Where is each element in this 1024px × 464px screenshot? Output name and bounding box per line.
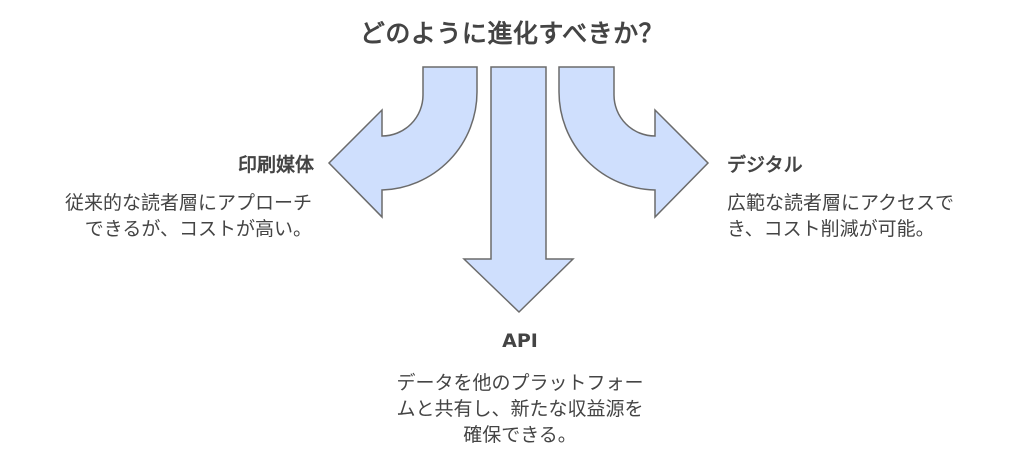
- digital-desc-line: 広範な読者層にアクセスで: [727, 192, 955, 214]
- api-desc-line: 確保できる。: [463, 424, 577, 446]
- diagram-title: どのように進化すべきか？: [359, 19, 665, 48]
- api-desc-line: データを他のプラットフォー: [396, 372, 644, 394]
- print-desc-line: 従来的な読者層にアプローチ: [64, 192, 312, 214]
- api-description: データを他のプラットフォー ムと共有し、新たな収益源を 確保できる。: [362, 370, 678, 448]
- api-desc-line: ムと共有し、新たな収益源を: [396, 398, 644, 420]
- arrow-left-print: [327, 66, 478, 219]
- arrow-down-api: [462, 66, 575, 314]
- digital-heading: デジタル: [727, 154, 803, 176]
- print-media-description: 従来的な読者層にアプローチ できるが、コストが高い。: [0, 190, 312, 242]
- api-heading: API: [502, 330, 538, 352]
- print-media-heading: 印刷媒体: [237, 154, 314, 176]
- digital-desc-line: き、コスト削減が可能。: [727, 218, 935, 240]
- print-desc-line: できるが、コストが高い。: [84, 218, 312, 240]
- arrow-right-digital: [558, 66, 710, 219]
- digital-description: 広範な読者層にアクセスで き、コスト削減が可能。: [727, 190, 1017, 242]
